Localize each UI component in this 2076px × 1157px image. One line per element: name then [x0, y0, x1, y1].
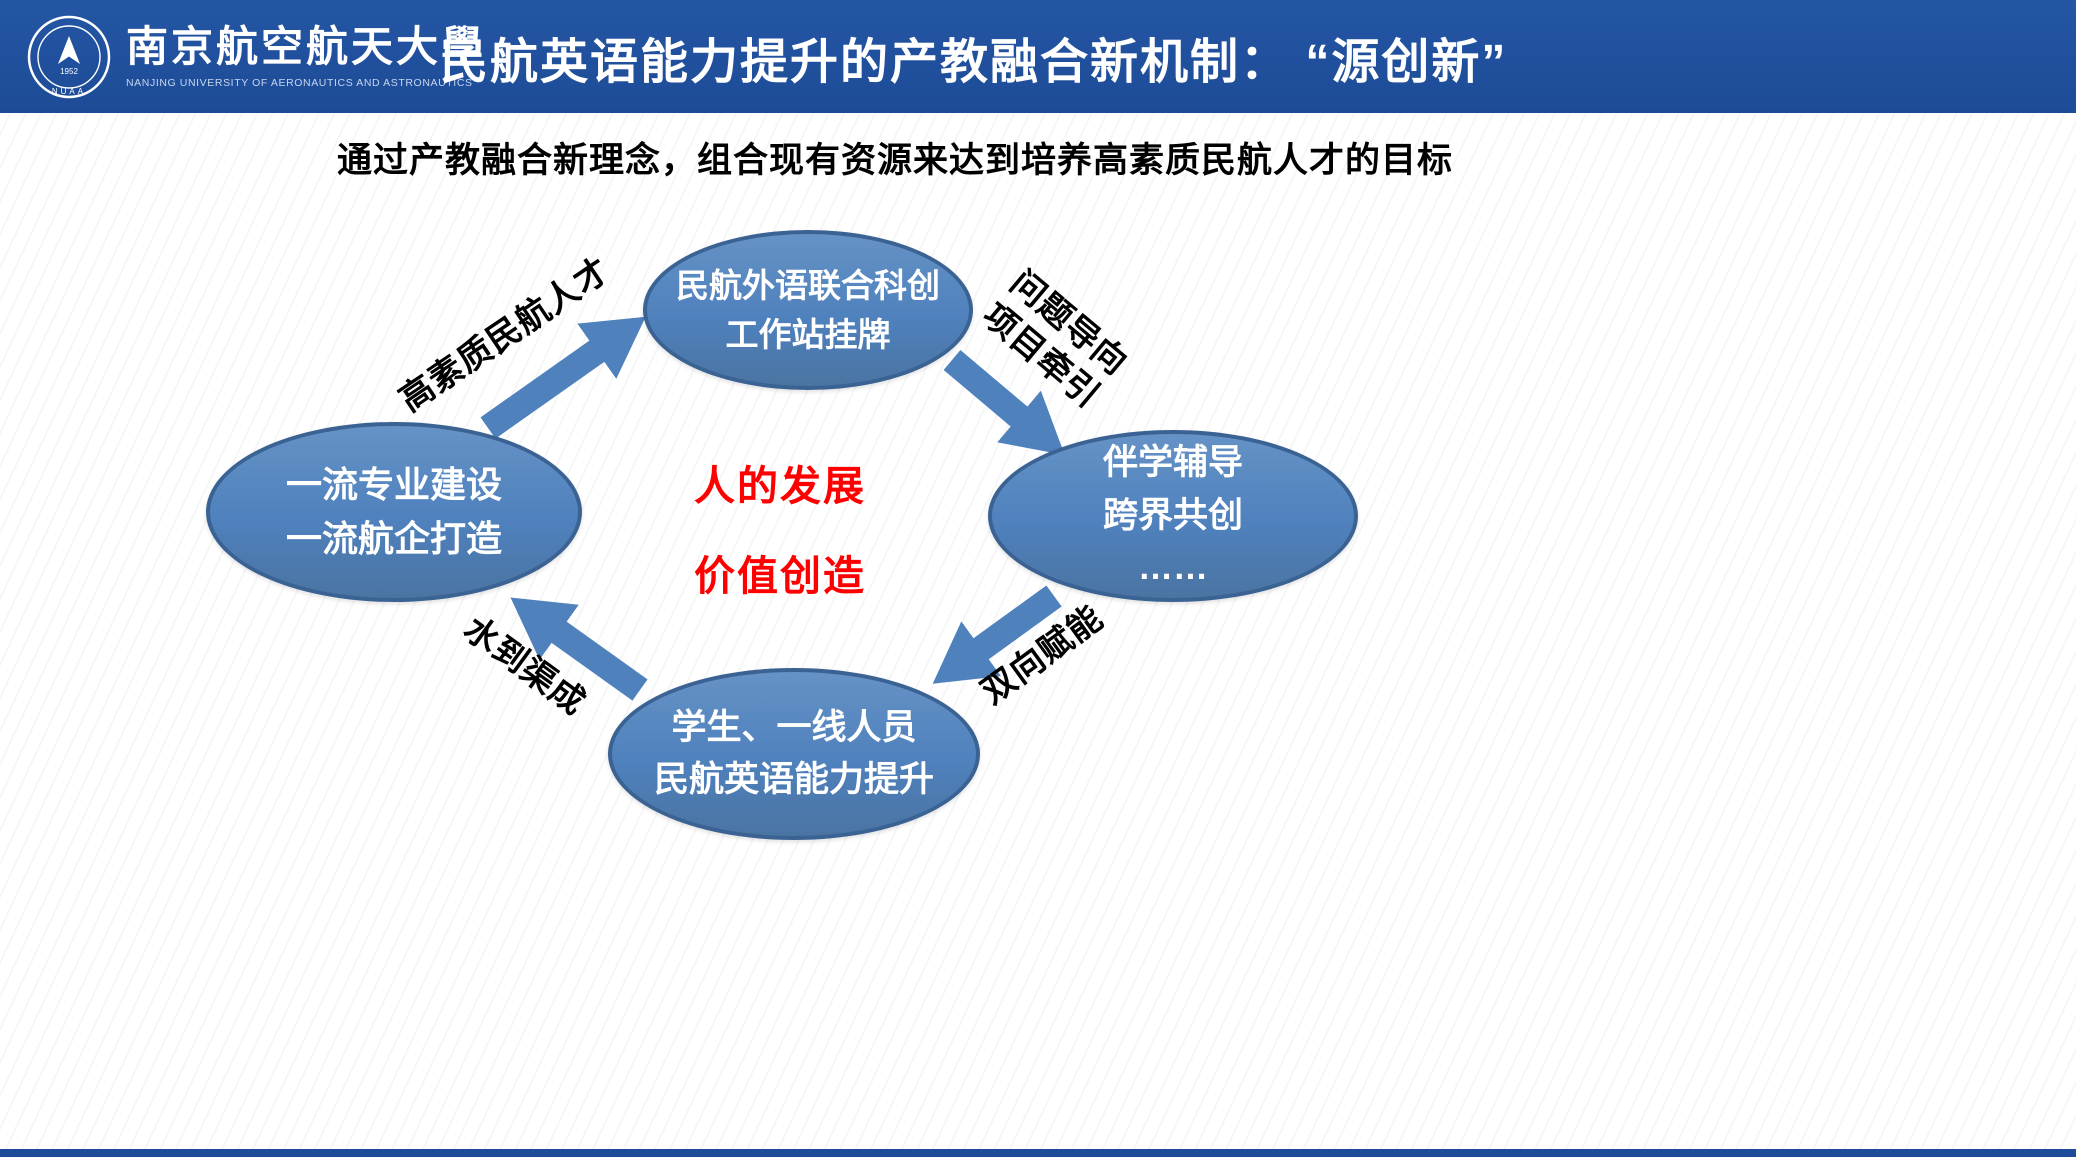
emblem-year-text: 1952 [60, 67, 78, 76]
slide-title: 民航英语能力提升的产教融合新机制： “源创新” [440, 35, 1508, 89]
node-students-line2: 民航英语能力提升 [653, 760, 934, 799]
university-name-en: NANJING UNIVERSITY OF AERONAUTICS AND AS… [126, 76, 473, 89]
emblem-acronym-text: NUAA [52, 87, 86, 96]
arrow-top-to-right [943, 350, 1065, 456]
node-workstation: 民航外语联合科创 工作站挂牌 [643, 230, 973, 390]
node-tutoring-line2: 跨界共创 [1102, 495, 1243, 535]
node-tutoring-line3: …… [1138, 548, 1208, 588]
arrow-label-natural-outcome: 水到渠成 [456, 609, 593, 723]
node-students: 学生、一线人员 民航英语能力提升 [608, 668, 980, 840]
slide-subtitle: 通过产教融合新理念，组合现有资源来达到培养高素质民航人才的目标 [336, 141, 1453, 180]
node-workstation-line2: 工作站挂牌 [725, 316, 891, 353]
university-name-block: 南京航空航天大學 NANJING UNIVERSITY OF AERONAUTI… [126, 22, 487, 89]
university-name-cn: 南京航空航天大學 [126, 22, 487, 72]
center-statement: 人的发展 价值创造 [645, 452, 915, 602]
center-statement-line1: 人的发展 [694, 463, 866, 509]
header-bar: 1952 NUAA 南京航空航天大學 NANJING UNIVERSITY OF… [0, 0, 2076, 113]
node-first-class-line2: 一流航企打造 [285, 518, 502, 559]
node-first-class: 一流专业建设 一流航企打造 [206, 422, 582, 602]
university-emblem-icon: 1952 NUAA [27, 15, 111, 98]
node-students-line1: 学生、一线人员 [671, 707, 917, 747]
arrow-label-mutual-empowerment: 双向赋能 [974, 598, 1111, 712]
node-tutoring: 伴学辅导 跨界共创 …… [988, 430, 1358, 602]
footer-accent-bar [0, 1149, 2076, 1157]
node-workstation-line1: 民航外语联合科创 [676, 266, 940, 304]
node-tutoring-line1: 伴学辅导 [1102, 443, 1243, 483]
center-statement-line2: 价值创造 [694, 553, 866, 599]
arrow-label-talent: 高素质民航人才 [392, 250, 618, 420]
node-first-class-line1: 一流专业建设 [285, 464, 502, 505]
university-logo: 1952 NUAA 南京航空航天大學 NANJING UNIVERSITY OF… [26, 14, 483, 100]
arrow-label-problem-oriented: 问题导向 项目牵引 [955, 246, 1155, 433]
